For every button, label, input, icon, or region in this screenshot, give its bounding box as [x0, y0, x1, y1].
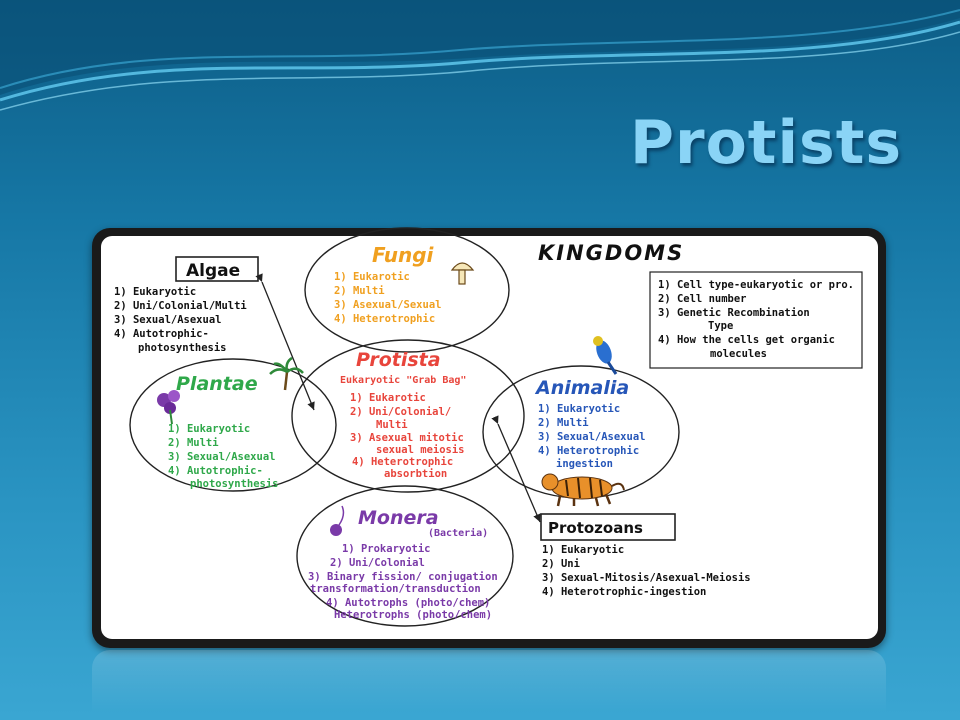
- protista-line-7: absorbtion: [384, 468, 447, 480]
- fungi-line-4: 4) Heterotrophic: [334, 313, 435, 325]
- plantae-title: Plantae: [176, 373, 258, 395]
- protozoans-arrow: [491, 415, 541, 523]
- criteria-box: [649, 271, 863, 369]
- protozoans-line-2: 2) Uni: [542, 558, 580, 570]
- protista-title: Protista: [356, 349, 441, 371]
- algae-line-4: 4) Autotrophic-: [114, 328, 209, 340]
- mushroom-icon: [450, 262, 475, 285]
- animalia-title: Animalia: [534, 377, 629, 399]
- animalia-line-4: 4) Heterotrophic: [538, 445, 639, 457]
- fungi-line-1: 1) Eukarotic: [334, 271, 410, 283]
- flower-icon: [157, 390, 180, 425]
- plantae-line-2: 2) Multi: [168, 437, 219, 449]
- criteria-line-3: 3) Genetic Recombination: [658, 307, 810, 319]
- algae-title: Algae: [186, 261, 240, 281]
- slide-title: Protists: [630, 108, 903, 178]
- plantae-line-3: 3) Sexual/Asexual: [168, 451, 275, 463]
- monera-line-4: transformation/transduction: [310, 583, 481, 595]
- protozoans-line-3: 3) Sexual-Mitosis/Asexual-Meiosis: [542, 572, 751, 584]
- protozoans-box: [540, 513, 676, 541]
- image-reflection: [92, 650, 886, 720]
- protista-line-3: Multi: [376, 419, 408, 431]
- protista-line-5: sexual meiosis: [376, 444, 465, 456]
- plantae-circle: [129, 358, 337, 492]
- protista-line-1: 1) Eukarotic: [350, 392, 426, 404]
- bacterium-icon: [330, 505, 345, 536]
- protozoans-line-4: 4) Heterotrophic-ingestion: [542, 586, 706, 598]
- criteria-line-1: 1) Cell type-eukaryotic or pro.: [658, 279, 854, 291]
- animalia-line-5: ingestion: [556, 458, 613, 470]
- fungi-title: Fungi: [372, 243, 435, 267]
- diagram-heading: KINGDOMS: [538, 241, 684, 265]
- decorative-waves: [0, 0, 960, 111]
- protista-line-4: 3) Asexual mitotic: [350, 432, 464, 444]
- animalia-line-1: 1) Eukaryotic: [538, 403, 620, 415]
- parrot-icon: [593, 336, 618, 375]
- animalia-line-3: 3) Sexual/Asexual: [538, 431, 645, 443]
- monera-line-5: 4) Autotrophs (photo/chem): [326, 597, 490, 609]
- algae-line-1: 1) Eukaryotic: [114, 286, 196, 298]
- fungi-line-2: 2) Multi: [334, 285, 385, 297]
- fungi-line-3: 3) Asexual/Sexual: [334, 299, 441, 311]
- protista-line-2: 2) Uni/Colonial/: [350, 406, 451, 418]
- protista-subtitle: Eukaryotic "Grab Bag": [340, 374, 466, 386]
- plantae-line-5: photosynthesis: [190, 478, 279, 490]
- animalia-line-2: 2) Multi: [538, 417, 589, 429]
- monera-line-2: 2) Uni/Colonial: [330, 557, 425, 569]
- monera-title: Monera: [358, 507, 439, 529]
- plantae-line-1: 1) Eukaryotic: [168, 423, 250, 435]
- monera-circle: [296, 485, 514, 627]
- algae-box: [175, 256, 259, 282]
- monera-subtitle: (Bacteria): [428, 527, 488, 539]
- criteria-line-2: 2) Cell number: [658, 293, 747, 305]
- palm-tree-icon: [269, 356, 304, 391]
- algae-arrow: [255, 273, 315, 411]
- monera-line-3: 3) Binary fission/ conjugation: [308, 571, 498, 583]
- monera-line-6: Heterotrophs (photo/chem): [334, 609, 492, 621]
- criteria-line-4: Type: [708, 320, 733, 332]
- criteria-line-6: molecules: [710, 348, 767, 360]
- monera-line-1: 1) Prokaryotic: [342, 543, 431, 555]
- protista-line-6: 4) Heterotrophic: [352, 456, 453, 468]
- protozoans-title: Protozoans: [548, 519, 643, 537]
- algae-line-5: photosynthesis: [138, 342, 227, 354]
- protozoans-line-1: 1) Eukaryotic: [542, 544, 624, 556]
- algae-line-3: 3) Sexual/Asexual: [114, 314, 221, 326]
- algae-line-2: 2) Uni/Colonial/Multi: [114, 300, 247, 312]
- tiger-icon: [541, 473, 625, 507]
- plantae-line-4: 4) Autotrophic-: [168, 465, 263, 477]
- criteria-line-5: 4) How the cells get organic: [658, 334, 835, 346]
